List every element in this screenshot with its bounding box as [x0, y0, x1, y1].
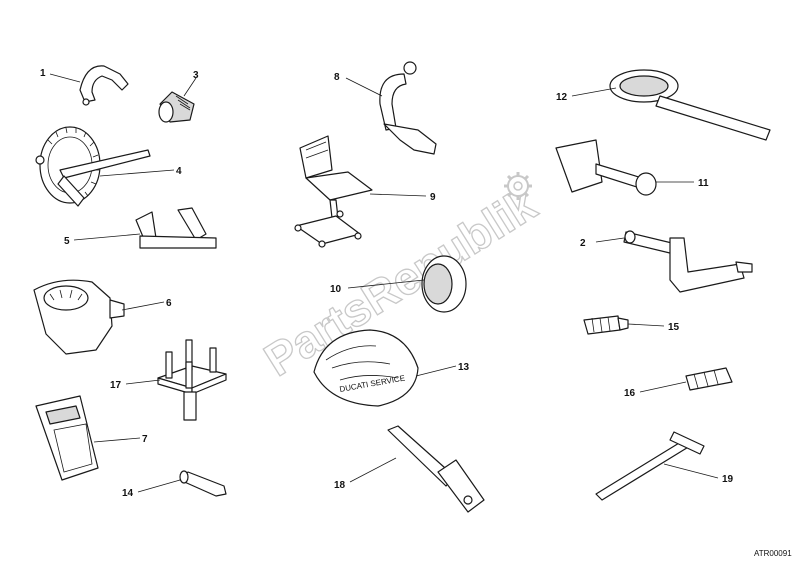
- part-16-knurled-pin: [685, 367, 733, 391]
- part-6-dial-gauge: [33, 279, 125, 355]
- callout-6: 6: [166, 298, 172, 309]
- part-7-tester: [35, 395, 99, 481]
- callout-9: 9: [430, 192, 436, 203]
- part-13-cover: DUCATI SERVICE: [313, 329, 419, 407]
- part-1-hook-wrench: [79, 65, 129, 106]
- callout-13: 13: [458, 362, 470, 373]
- part-8-c-clamp: [379, 61, 437, 155]
- callout-19: 19: [722, 474, 734, 485]
- part-17-fixture: [157, 339, 227, 421]
- part-4-degree-wheel: [35, 126, 151, 207]
- callout-labels: 1 2 3 4 5 6 7 8 9 10 11 12 13 14 15 16 1…: [40, 68, 734, 499]
- part-9-rolling-stand: [294, 135, 373, 248]
- callout-1: 1: [40, 68, 46, 79]
- callout-4: 4: [176, 166, 182, 177]
- callout-10: 10: [330, 284, 342, 295]
- part-2-fork-tool: [623, 230, 753, 293]
- gear-watermark-icon: [504, 172, 532, 200]
- part-18-handle-tool: [387, 425, 485, 513]
- part-19-long-wrench: [595, 431, 705, 501]
- callout-3: 3: [193, 70, 199, 81]
- leader-lines: [49, 73, 719, 493]
- callout-5: 5: [64, 236, 70, 247]
- callout-7: 7: [142, 434, 148, 445]
- part-11-tool: [555, 139, 657, 196]
- part-14-pin: [179, 470, 227, 497]
- diagram-code: ATR00091: [754, 549, 792, 558]
- callout-2: 2: [580, 238, 586, 249]
- callout-17: 17: [110, 380, 122, 391]
- part-3-threaded-bushing: [158, 91, 195, 123]
- callout-14: 14: [122, 488, 134, 499]
- part-12-ring-nut-wrench: [609, 69, 771, 141]
- callout-8: 8: [334, 72, 340, 83]
- callout-15: 15: [668, 322, 680, 333]
- callout-16: 16: [624, 388, 636, 399]
- part-5-stand-frame: [135, 207, 217, 249]
- callout-18: 18: [334, 480, 346, 491]
- callout-12: 12: [556, 92, 568, 103]
- callout-11: 11: [698, 178, 709, 189]
- part-15-threaded-pin: [583, 315, 629, 335]
- part-10-ring: [421, 255, 467, 313]
